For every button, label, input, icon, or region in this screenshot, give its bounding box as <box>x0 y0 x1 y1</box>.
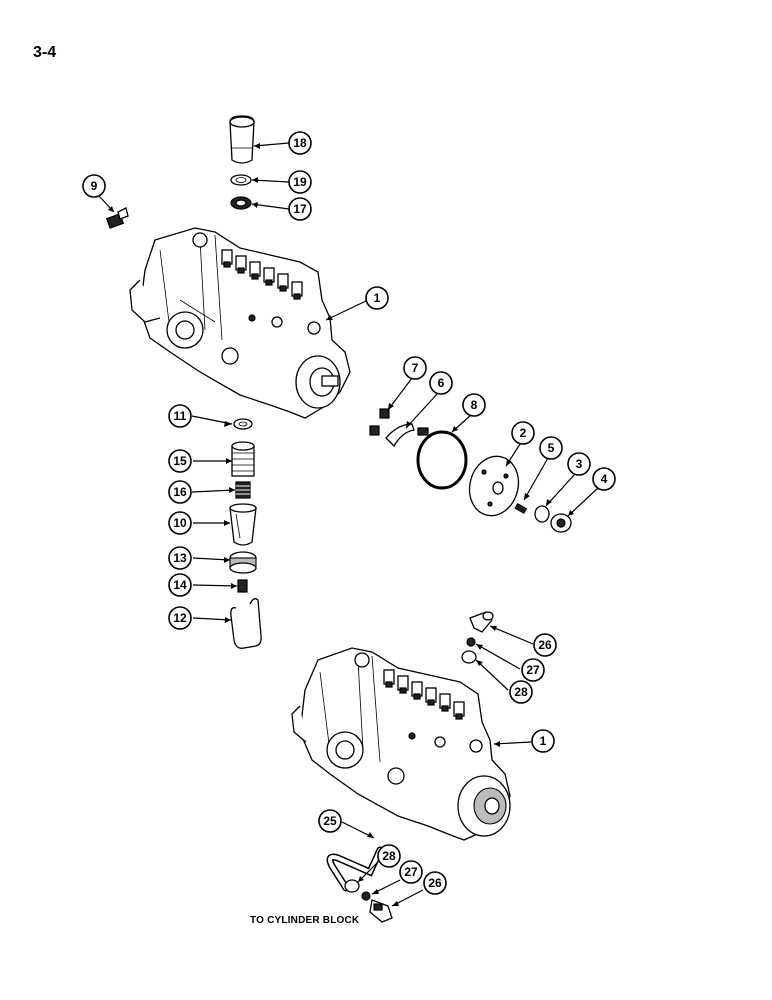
part-19-washer <box>230 174 252 186</box>
pump-outlets-lower <box>383 669 465 720</box>
callout-26-upper: 26 <box>533 633 557 657</box>
svg-text:9: 9 <box>91 179 98 193</box>
to-cylinder-block-label: TO CYLINDER BLOCK <box>250 915 360 926</box>
svg-text:27: 27 <box>526 663 540 677</box>
injection-pump-upper <box>129 227 351 419</box>
svg-text:11: 11 <box>174 409 187 423</box>
part-14-screw <box>237 579 248 593</box>
callout-13: 13 <box>168 546 192 570</box>
part-5-pin <box>514 502 528 514</box>
part-26-elbow-lower <box>369 899 393 923</box>
callout-4: 4 <box>592 467 616 491</box>
callout-27-lower: 27 <box>399 860 423 884</box>
callout-6: 6 <box>429 371 453 395</box>
part-27-washer-lower <box>361 891 371 901</box>
svg-text:1: 1 <box>540 734 547 748</box>
svg-text:27: 27 <box>404 865 418 879</box>
part-11-washer <box>233 418 253 430</box>
part-13-nut <box>229 551 257 574</box>
page-number: 3-4 <box>33 44 57 61</box>
part-7-nut <box>369 408 390 436</box>
svg-text:28: 28 <box>514 685 528 699</box>
callout-5: 5 <box>539 436 563 460</box>
callout-25: 25 <box>318 809 342 833</box>
svg-text:4: 4 <box>601 472 608 486</box>
injection-pump-lower <box>291 647 511 841</box>
callout-3: 3 <box>567 452 591 476</box>
callout-9: 9 <box>82 174 106 198</box>
callout-19: 19 <box>288 170 312 194</box>
part-6-screw <box>417 427 429 436</box>
part-26-elbow-upper <box>469 611 494 633</box>
part-6-bracket <box>385 423 415 448</box>
callout-27-upper: 27 <box>521 658 545 682</box>
callout-2: 2 <box>511 421 535 445</box>
part-3-lockwasher <box>534 505 550 523</box>
part-28-nut-upper <box>461 650 477 664</box>
svg-text:15: 15 <box>173 454 187 468</box>
part-16-spring <box>235 481 251 499</box>
svg-text:13: 13 <box>173 551 187 565</box>
part-2-plate <box>468 455 520 517</box>
callout-17: 17 <box>288 197 312 221</box>
svg-text:7: 7 <box>412 361 419 375</box>
svg-text:17: 17 <box>293 202 307 216</box>
pump-outlets-upper <box>221 249 303 300</box>
callout-1-lower: 1 <box>531 729 555 753</box>
callout-15: 15 <box>168 449 192 473</box>
leader-lines <box>98 142 599 907</box>
svg-text:19: 19 <box>293 175 307 189</box>
svg-text:26: 26 <box>538 638 552 652</box>
callout-28-upper: 28 <box>509 680 533 704</box>
callout-26-lower: 26 <box>423 871 447 895</box>
svg-text:10: 10 <box>173 516 187 530</box>
svg-text:3: 3 <box>576 457 583 471</box>
part-9-bolt <box>105 207 129 229</box>
callout-7: 7 <box>403 356 427 380</box>
svg-text:14: 14 <box>173 578 187 592</box>
callout-18: 18 <box>288 131 312 155</box>
svg-text:16: 16 <box>173 485 187 499</box>
part-8-o-ring <box>416 430 468 490</box>
part-28-nut-lower <box>344 879 360 893</box>
callout-1-upper: 1 <box>365 286 389 310</box>
svg-text:12: 12 <box>173 611 187 625</box>
svg-text:18: 18 <box>293 136 307 150</box>
svg-text:5: 5 <box>548 441 555 455</box>
svg-text:25: 25 <box>323 814 337 828</box>
callout-16: 16 <box>168 480 192 504</box>
callout-8: 8 <box>462 393 486 417</box>
callout-12: 12 <box>168 606 192 630</box>
svg-text:2: 2 <box>520 426 527 440</box>
svg-text:1: 1 <box>374 291 381 305</box>
svg-text:28: 28 <box>382 849 396 863</box>
part-27-washer-upper <box>466 637 476 647</box>
part-15-spring-cup <box>231 441 255 477</box>
part-4-nut <box>550 513 572 533</box>
svg-text:26: 26 <box>428 876 442 890</box>
part-12-clip <box>230 598 262 649</box>
callout-28-lower: 28 <box>377 844 401 868</box>
part-18-filter-cup <box>229 115 255 164</box>
callout-14: 14 <box>168 573 192 597</box>
svg-text:8: 8 <box>471 398 478 412</box>
part-10-bowl <box>229 503 257 546</box>
callout-10: 10 <box>168 511 192 535</box>
svg-text:6: 6 <box>438 376 445 390</box>
callout-11: 11 <box>168 404 192 428</box>
